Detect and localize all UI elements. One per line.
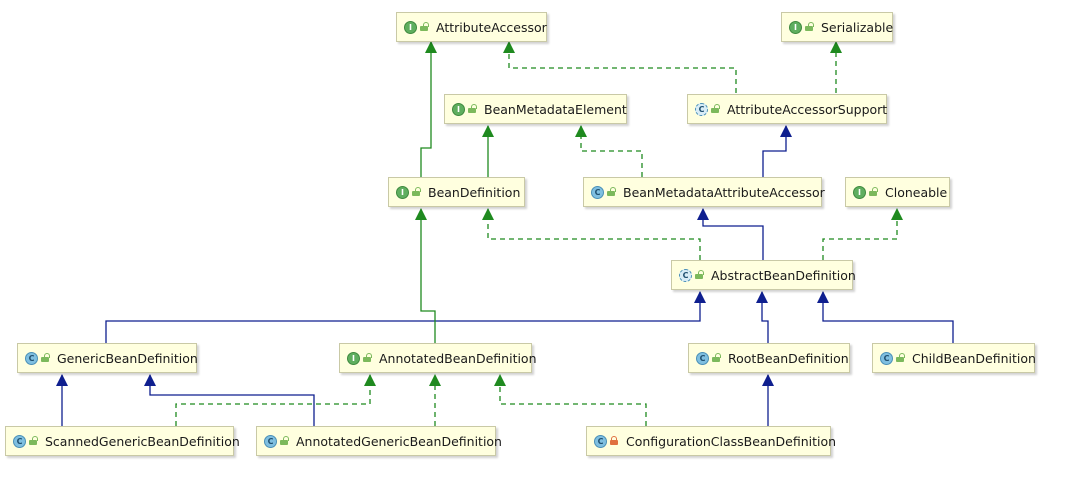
edge-scannedgbd-to-annotatedbd	[175, 374, 376, 426]
node-beanmetadataattributeaccessor[interactable]: C BeanMetadataAttributeAccessor	[583, 177, 825, 207]
public-visibility-icon	[805, 22, 814, 31]
node-label: BeanMetadataAttributeAccessor	[623, 184, 825, 200]
interface-icon: I	[789, 20, 802, 34]
class-icon: C	[13, 434, 26, 448]
edge-configclassbd-to-annotatedbd	[494, 374, 647, 426]
class-icon: C	[696, 351, 709, 365]
node-serializable[interactable]: I Serializable	[781, 12, 893, 42]
node-attributeaccessorsupport[interactable]: C AttributeAccessorSupport	[687, 94, 887, 124]
public-visibility-icon	[896, 353, 905, 362]
public-visibility-icon	[41, 353, 50, 362]
public-visibility-icon	[712, 353, 721, 362]
node-beandefinition[interactable]: I BeanDefinition	[388, 177, 525, 207]
node-label: BeanDefinition	[428, 184, 521, 200]
edge-annotatedbd-to-beandefinition	[415, 208, 436, 343]
interface-icon: I	[404, 20, 417, 34]
node-label: AttributeAccessorSupport	[727, 101, 888, 117]
edge-genericbd-to-abd	[105, 291, 706, 343]
public-visibility-icon	[412, 187, 421, 196]
node-label: Serializable	[821, 19, 894, 35]
public-visibility-icon	[607, 187, 616, 196]
abstract-class-icon: C	[679, 268, 692, 282]
node-label: BeanMetadataElement	[484, 101, 627, 117]
edge-rootbd-to-abd	[756, 291, 769, 343]
public-visibility-icon	[468, 104, 477, 113]
node-label: AttributeAccessor	[436, 19, 547, 35]
node-beanmetadataelement[interactable]: I BeanMetadataElement	[444, 94, 627, 124]
interface-icon: I	[853, 185, 866, 199]
node-genericbeandefinition[interactable]: C GenericBeanDefinition	[17, 343, 198, 373]
edge-bmaa-to-beanmetadataelement	[575, 125, 643, 177]
interface-icon: I	[347, 351, 360, 365]
interface-icon: I	[396, 185, 409, 199]
abstract-class-icon: C	[695, 102, 708, 116]
edge-bmaa-to-attributeaccessorsupport	[762, 125, 792, 177]
edge-beandefinition-to-attributeaccessor	[420, 41, 437, 177]
interface-icon: I	[452, 102, 465, 116]
node-label: ConfigurationClassBeanDefinition	[626, 433, 837, 449]
node-abstractbeandefinition[interactable]: C AbstractBeanDefinition	[671, 260, 856, 290]
package-private-lock-icon	[610, 436, 618, 445]
public-visibility-icon	[711, 104, 720, 113]
edge-childbd-to-abd	[817, 291, 954, 343]
public-visibility-icon	[29, 436, 38, 445]
edge-abd-to-cloneable	[822, 208, 903, 260]
public-visibility-icon	[280, 436, 289, 445]
node-rootbeandefinition[interactable]: C RootBeanDefinition	[688, 343, 850, 373]
node-annotatedbeandefinition[interactable]: I AnnotatedBeanDefinition	[339, 343, 537, 373]
class-icon: C	[25, 351, 38, 365]
node-label: RootBeanDefinition	[728, 350, 849, 366]
node-attributeaccessor[interactable]: I AttributeAccessor	[396, 12, 547, 42]
public-visibility-icon	[869, 187, 878, 196]
class-icon: C	[880, 351, 893, 365]
public-visibility-icon	[420, 22, 429, 31]
node-cloneable[interactable]: I Cloneable	[845, 177, 950, 207]
node-label: AnnotatedGenericBeanDefinition	[296, 433, 502, 449]
node-label: Cloneable	[885, 184, 948, 200]
node-annotatedgenericbeandefinition[interactable]: C AnnotatedGenericBeanDefinition	[256, 426, 502, 456]
edge-attributeaccessorsupport-to-attributeaccessor	[503, 41, 737, 93]
class-icon: C	[594, 434, 607, 448]
node-label: ScannedGenericBeanDefinition	[45, 433, 240, 449]
node-label: ChildBeanDefinition	[912, 350, 1036, 366]
node-label: AbstractBeanDefinition	[711, 267, 856, 283]
node-childbeandefinition[interactable]: C ChildBeanDefinition	[872, 343, 1036, 373]
edge-abd-to-beandefinition	[482, 208, 701, 260]
public-visibility-icon	[363, 353, 372, 362]
edge-annotatedgbd-to-genericbd	[144, 374, 315, 426]
node-label: AnnotatedBeanDefinition	[379, 350, 537, 366]
node-label: GenericBeanDefinition	[57, 350, 198, 366]
class-icon: C	[264, 434, 277, 448]
node-scannedgenericbeandefinition[interactable]: C ScannedGenericBeanDefinition	[5, 426, 240, 456]
class-icon: C	[591, 185, 604, 199]
node-configurationclassbeandefinition[interactable]: C ConfigurationClassBeanDefinition	[586, 426, 836, 456]
public-visibility-icon	[695, 270, 704, 279]
edge-abd-to-bmaa	[697, 208, 764, 260]
